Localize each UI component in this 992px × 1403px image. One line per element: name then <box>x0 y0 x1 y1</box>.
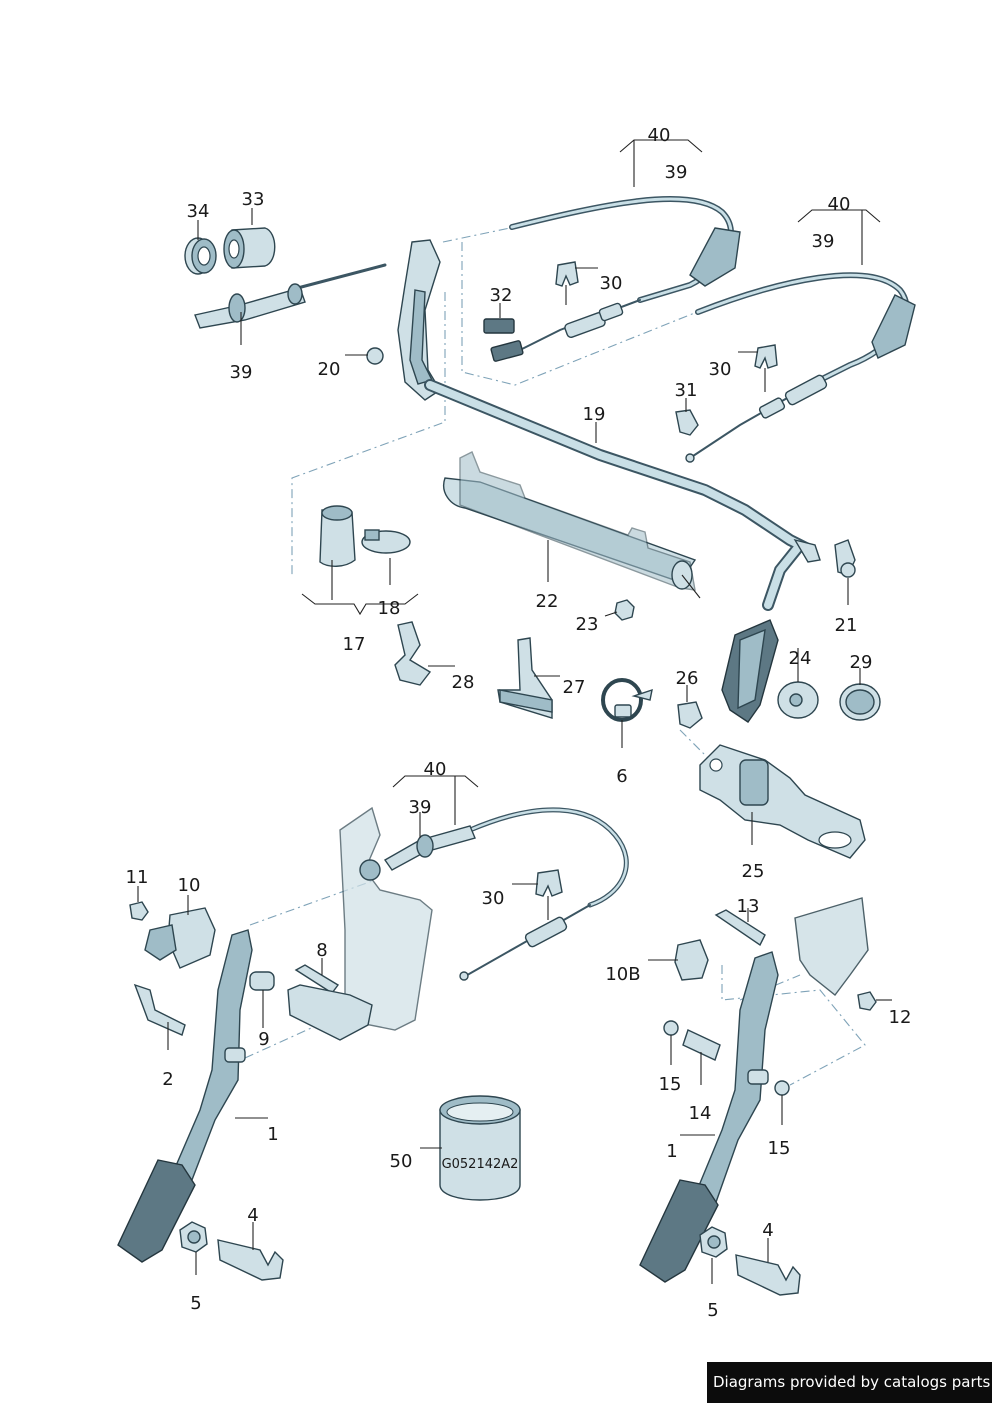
part-6-hose-clamp <box>601 678 653 722</box>
accelerator-pedal-left <box>117 929 253 1263</box>
pedal-mount-bracket-right <box>794 897 869 996</box>
part-4-stud-left <box>217 1239 284 1281</box>
accelerator-pedal-right <box>639 951 779 1283</box>
part-29-cap <box>839 683 881 721</box>
part-33-34-grommet-assembly <box>184 227 387 329</box>
part-15-washer-b <box>774 1080 790 1096</box>
part-50-label-text: G052142A2 <box>442 1157 519 1172</box>
label-30-lower: 30 <box>482 888 505 909</box>
label-19: 19 <box>583 404 606 425</box>
label-10: 10 <box>178 875 201 896</box>
label-39-top-left: 39 <box>665 162 688 183</box>
label-40-lower: 40 <box>424 759 447 780</box>
label-4-right: 4 <box>762 1220 773 1241</box>
part-25-mounting-bracket <box>699 744 866 859</box>
label-24: 24 <box>789 648 812 669</box>
label-5-left: 5 <box>190 1293 201 1314</box>
part-26-nut <box>677 701 703 729</box>
part-4-stud-right <box>735 1254 801 1296</box>
part-5-washer-left <box>179 1221 208 1253</box>
part-28-clip <box>394 621 432 686</box>
pedal-mount-bracket-left <box>287 984 373 1041</box>
label-26: 26 <box>676 668 699 689</box>
label-20: 20 <box>318 359 341 380</box>
label-15-left: 15 <box>659 1074 682 1095</box>
part-30-clip-a <box>555 261 579 287</box>
label-33: 33 <box>242 189 265 210</box>
part-2-pin <box>133 983 186 1036</box>
label-39-shaft: 39 <box>230 362 253 383</box>
part-11-nut <box>129 901 149 921</box>
label-39-top-right: 39 <box>812 231 835 252</box>
label-29: 29 <box>850 652 873 673</box>
foot-pedal-upper <box>721 619 779 723</box>
part-30-clip-b <box>754 344 778 369</box>
part-23-nut <box>614 599 635 621</box>
part-8-bolt <box>294 964 340 994</box>
part-13-bolt <box>714 909 766 947</box>
label-11: 11 <box>126 867 149 888</box>
label-22: 22 <box>536 591 559 612</box>
label-25: 25 <box>742 861 765 882</box>
selector-lever-arm <box>366 239 441 401</box>
control-cable-top-left <box>490 196 741 362</box>
part-21-ball-socket <box>834 539 856 578</box>
label-39-lower: 39 <box>409 797 432 818</box>
label-15-right: 15 <box>768 1138 791 1159</box>
bulkhead-panel <box>339 806 433 1031</box>
part-24-cap <box>777 681 819 719</box>
label-9: 9 <box>258 1029 269 1050</box>
label-50: 50 <box>390 1151 413 1172</box>
callout-labels: 40 39 40 39 34 33 39 32 30 20 30 31 19 2… <box>126 125 912 1321</box>
part-17-bush <box>319 505 356 567</box>
part-10B-bearing-block <box>674 939 709 981</box>
label-27: 27 <box>563 677 586 698</box>
label-30-top: 30 <box>600 273 623 294</box>
label-12: 12 <box>889 1007 912 1028</box>
label-40-top-left: 40 <box>648 125 671 146</box>
label-30-right: 30 <box>709 359 732 380</box>
label-2: 2 <box>162 1069 173 1090</box>
part-19-shift-rod <box>424 379 821 611</box>
part-50-grease-can: G052142A2 <box>439 1095 521 1201</box>
label-34: 34 <box>187 201 210 222</box>
part-27-bracket <box>497 637 553 719</box>
label-8: 8 <box>316 940 327 961</box>
label-5-right: 5 <box>707 1300 718 1321</box>
attribution-footer: Diagrams provided by catalogs parts <box>707 1362 992 1403</box>
part-15-washer-a <box>663 1020 679 1036</box>
label-6: 6 <box>616 766 627 787</box>
part-10-bearing-block <box>144 907 216 969</box>
label-21: 21 <box>835 615 858 636</box>
label-1-right: 1 <box>666 1141 677 1162</box>
leader-lines <box>137 139 892 1284</box>
part-18-clamp <box>361 529 411 554</box>
part-9-bush <box>249 971 275 991</box>
label-14: 14 <box>689 1103 712 1124</box>
label-40-top-right: 40 <box>828 194 851 215</box>
label-17: 17 <box>343 634 366 655</box>
label-31: 31 <box>675 380 698 401</box>
control-cable-lower <box>383 807 629 981</box>
part-30-clip-c <box>535 869 563 897</box>
part-12-nut <box>857 991 877 1011</box>
part-22-guide-tube <box>443 451 701 599</box>
label-13: 13 <box>737 896 760 917</box>
label-10B: 10B <box>605 964 640 985</box>
part-31-clip <box>675 409 699 436</box>
label-23: 23 <box>576 614 599 635</box>
label-32: 32 <box>490 285 513 306</box>
part-14-sleeve <box>682 1029 721 1061</box>
label-1-left: 1 <box>267 1124 278 1145</box>
part-5-washer-right <box>699 1226 728 1258</box>
part-32-connector <box>483 318 515 334</box>
label-4-left: 4 <box>247 1205 258 1226</box>
label-28: 28 <box>452 672 475 693</box>
control-cable-top-right <box>685 272 916 463</box>
label-18: 18 <box>378 598 401 619</box>
